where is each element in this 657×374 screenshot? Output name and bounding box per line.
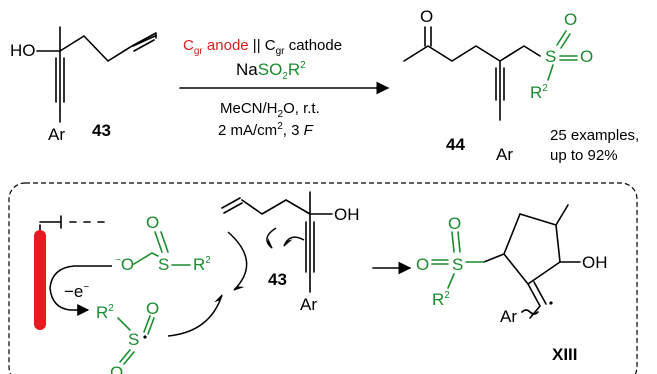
product-aryl-label: Ar: [496, 145, 513, 164]
sulfinate-o-minus: −O: [115, 255, 134, 274]
starting-material-43: HO Ar 43: [10, 26, 157, 144]
mech-43-label: 43: [268, 270, 287, 289]
xiii-r-group: R2: [432, 290, 450, 309]
radical-r: R2: [96, 303, 114, 322]
electrolysis-conditions: 2 mA/cm2, 3 F: [218, 121, 314, 139]
mech-43-aryl: Ar: [300, 295, 317, 314]
sulfinate-anion: −O S O R2: [115, 213, 211, 274]
xiii-hydroxyl: OH: [582, 253, 608, 272]
xiii-sulfonyl-o-side: O: [416, 255, 429, 274]
mechanism-box: [8, 182, 638, 374]
sm-aryl-label: Ar: [48, 125, 65, 144]
sulfonyl-radical: R2 S O O: [96, 299, 159, 374]
product-r-group: R2: [530, 83, 548, 102]
product-sulfur: S: [545, 47, 556, 66]
product-sulfonyl-o2: O: [580, 47, 593, 66]
xiii-sulfonyl-o-top: O: [448, 214, 461, 233]
radical-s: S: [128, 330, 139, 349]
sulfinate-r: R2: [193, 255, 211, 274]
product-sulfonyl-o1: O: [564, 10, 577, 29]
electron-loss-label: −e−: [64, 282, 89, 301]
yield-note-line1: 25 examples,: [550, 127, 639, 144]
anode-electrode: [34, 215, 105, 330]
product-ketone-o: O: [420, 7, 433, 26]
xiii-sulfur: S: [452, 255, 463, 274]
radical-o-bottom: O: [110, 363, 123, 374]
xiii-label: XIII: [552, 345, 578, 364]
sm-hydroxyl-label: HO: [10, 41, 36, 60]
mech-43-hydroxyl: OH: [334, 205, 360, 224]
yield-note: 25 examples, up to 92%: [550, 127, 639, 164]
sm-compound-number: 43: [92, 121, 111, 140]
electrode-rod: [34, 230, 46, 330]
electron-transfer: −e−: [49, 265, 112, 316]
mechanism-substrate-43: OH 43 Ar: [221, 191, 360, 314]
product-compound-number: 44: [446, 135, 465, 154]
intermediate-XIII: OH Ar S O O R2 XIII: [416, 204, 608, 364]
radical-o-side: O: [146, 299, 159, 318]
solvent-conditions: MeCN/H2O, r.t.: [220, 100, 320, 120]
reaction-conditions: Cgr anode || Cgr cathode NaSO2R2 MeCN/H2…: [179, 37, 390, 139]
radical-arrows: [167, 227, 277, 337]
sulfinate-o-top: O: [146, 213, 159, 232]
yield-note-line2: up to 92%: [550, 147, 618, 164]
sulfinate-s: S: [158, 255, 169, 274]
product-44: O 44 Ar S O O R2: [403, 7, 593, 164]
electrode-setup: Cgr anode || Cgr cathode: [183, 37, 342, 57]
sulfinate-reagent: NaSO2R2: [236, 60, 306, 82]
xiii-aryl: Ar: [500, 307, 517, 326]
